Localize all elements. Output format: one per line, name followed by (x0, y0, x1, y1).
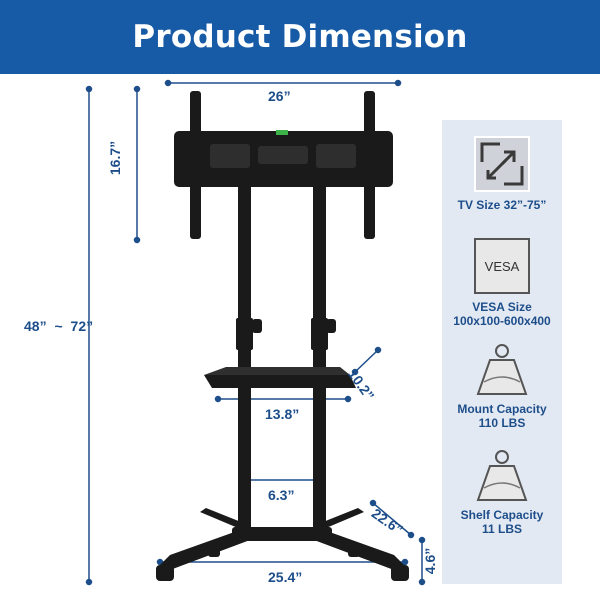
weight-icon (476, 344, 528, 395)
tv-stand (156, 91, 409, 581)
base-bar (232, 527, 332, 541)
vesa-icon: VESA (474, 238, 530, 294)
spec-panel: TV Size 32”-75” VESA VESA Size 100x100-6… (442, 120, 562, 584)
total-height-label: 48” ~ 72” (24, 318, 94, 334)
base-leg-front-left (160, 530, 250, 570)
wheel-front-right (391, 565, 409, 581)
page-title: Product Dimension (132, 19, 468, 55)
weight-icon (476, 450, 528, 501)
dimension-lines (85, 79, 426, 586)
spec-shelf-capacity-line2: 11 LBS (481, 522, 523, 536)
right-knob (326, 319, 336, 333)
spec-mount-capacity-line1: Mount Capacity (457, 402, 547, 416)
spec-vesa-line2: 100x100-600x400 (453, 314, 551, 328)
shelf-depth-line (354, 349, 379, 373)
header-banner: Product Dimension (0, 0, 600, 74)
wheel-back-right (348, 548, 360, 557)
wheel-height-label: 4.6” (422, 547, 439, 575)
spec-vesa-line1: VESA Size (472, 300, 532, 314)
left-column-lower (238, 380, 251, 530)
spec-tv-size-line1: TV Size 32”-75” (457, 198, 547, 212)
column-gap-label: 6.3” (268, 487, 295, 503)
wheel-front-left (156, 565, 174, 581)
vesa-badge-text: VESA (484, 258, 520, 274)
shelf-width-label: 13.8” (265, 406, 300, 422)
mount-width-label: 26” (268, 88, 291, 104)
right-column-lower (313, 380, 326, 530)
level-indicator (276, 130, 288, 135)
shelf (204, 375, 356, 388)
wheel-back-left (208, 548, 220, 557)
base-width-label: 25.4” (268, 569, 303, 585)
spec-mount-capacity-line2: 110 LBS (478, 416, 526, 430)
mount-height-label: 16.7” (107, 140, 124, 176)
left-knob (252, 319, 262, 333)
resize-diagonal-icon (474, 136, 530, 192)
base-depth-line (372, 502, 412, 536)
spec-shelf-capacity-line1: Shelf Capacity (460, 508, 544, 522)
